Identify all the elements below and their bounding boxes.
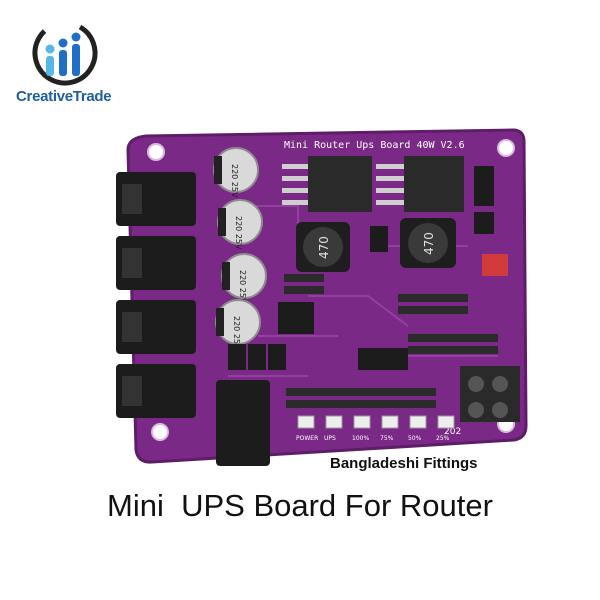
dc-jack-bottom <box>216 380 270 466</box>
board-year-marking: 202 <box>444 427 461 437</box>
product-caption: Mini UPS Board For Router <box>107 488 493 523</box>
logo-emblem-icon <box>32 20 98 86</box>
svg-text:470: 470 <box>317 236 331 259</box>
capacitor: 220 25V <box>213 147 259 198</box>
ic-top-right <box>404 156 464 212</box>
status-led <box>325 415 343 429</box>
led-row: POWER UPS 100% 75% 50% 25% <box>296 415 455 442</box>
led-label: POWER <box>296 435 318 442</box>
ic-top-left <box>308 156 372 212</box>
status-led <box>297 415 315 429</box>
status-led <box>409 415 427 429</box>
led-label: 100% <box>352 435 369 442</box>
status-led <box>437 415 455 429</box>
terminal-block <box>460 366 520 422</box>
inductor-right: 470 <box>400 218 456 268</box>
logo-brand-text: CreativeTrade <box>16 88 112 105</box>
led-label: 75% <box>380 435 394 442</box>
capacitor-marking: 220 25V <box>238 270 247 304</box>
capacitor-marking: 220 25V <box>230 164 239 198</box>
svg-text:470: 470 <box>422 232 436 255</box>
creativetrade-logo: CreativeTrade <box>14 14 124 114</box>
overlay-subtitle: Bangladeshi Fittings <box>330 455 478 472</box>
capacitors: 220 25V 220 25V 220 25V 220 25V <box>213 147 267 350</box>
led-label: 50% <box>408 435 422 442</box>
capacitor: 220 25V <box>217 199 263 250</box>
inductor-left: 470 <box>296 222 350 272</box>
ups-board-photo: 220 25V 220 25V 220 25V 220 25V Mini Router… <box>116 128 528 466</box>
red-header <box>482 254 508 276</box>
capacitor-marking: 220 25V <box>232 316 241 350</box>
board-silkscreen-title: Mini Router Ups Board 40W V2.6 <box>284 140 465 151</box>
led-label: UPS <box>324 435 336 442</box>
status-led <box>381 415 399 429</box>
led-label: 25% <box>436 435 450 442</box>
capacitor-marking: 220 25V <box>234 216 243 250</box>
status-led <box>353 415 371 429</box>
capacitor: 220 25V <box>221 253 267 304</box>
